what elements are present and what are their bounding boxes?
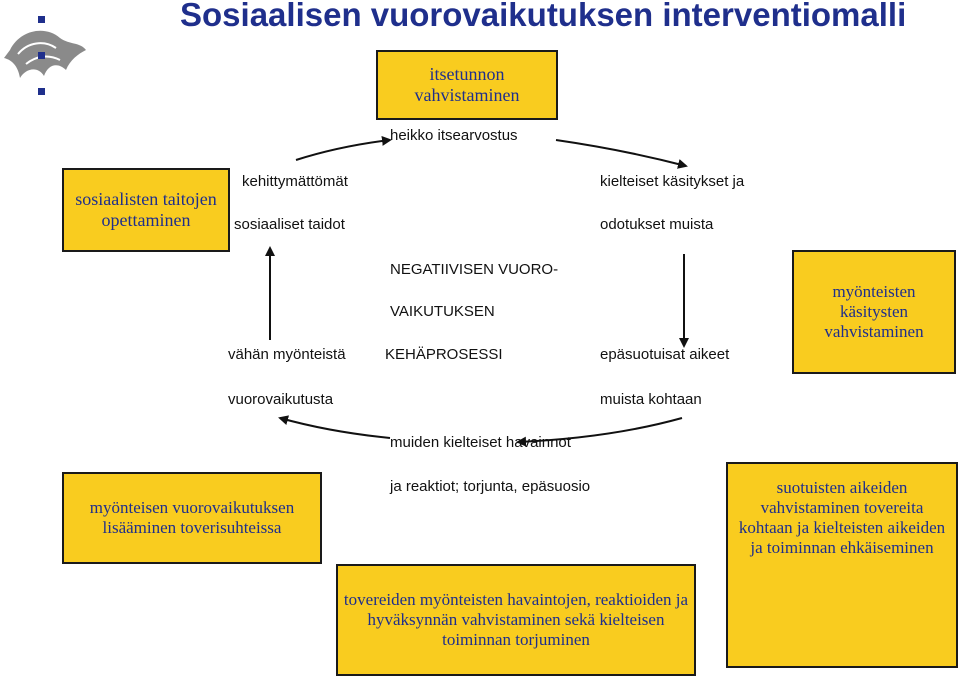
label-sosiaaliset-taidot: sosiaaliset taidot: [234, 216, 345, 233]
box-suotuisten-aikeiden-vahvistaminen: suotuisten aikeiden vahvistaminen tovere…: [726, 462, 958, 668]
label-heikko-itsearvostus: heikko itsearvostus: [390, 127, 518, 144]
label-kielteiset-kasitykset: kielteiset käsitykset ja: [600, 173, 745, 190]
box-myonteisten-kasitysten-vahvistaminen: myönteisten käsitysten vahvistaminen: [792, 250, 956, 374]
page-title: Sosiaalisen vuorovaikutuksen interventio…: [180, 0, 907, 33]
label-reaktiot-torjunta: ja reaktiot; torjunta, epäsuosio: [390, 478, 591, 495]
arrow-bottom-left: [278, 415, 391, 439]
arrow-bottom-right: [516, 417, 683, 447]
label-kehaprosessi: KEHÄPROSESSI: [385, 346, 503, 363]
label-muiden-kielteiset-havainnot: muiden kielteiset havainnot: [390, 434, 571, 451]
title-bullet: [38, 88, 45, 95]
arrow-top-right: [555, 139, 688, 169]
label-epasuotuisat-aikeet: epäsuotuisat aikeet: [600, 346, 730, 363]
label-vaikutuksen: VAIKUTUKSEN: [390, 303, 495, 320]
label-muista-kohtaan: muista kohtaan: [600, 391, 702, 408]
label-odotukset-muista: odotukset muista: [600, 216, 714, 233]
title-bullet: [38, 52, 45, 59]
box-myonteisen-vuorovaikutuksen-lisaaminen: myönteisen vuorovaikutuksen lisääminen t…: [62, 472, 322, 564]
box-itsetunnon-vahvistaminen: itsetunnon vahvistaminen: [376, 50, 558, 120]
box-tovereiden-myonteisten-havaintojen: tovereiden myönteisten havaintojen, reak…: [336, 564, 696, 676]
box-sosiaalisten-taitojen-opettaminen: sosiaalisten taitojen opettaminen: [62, 168, 230, 252]
label-vuorovaikutusta: vuorovaikutusta: [228, 391, 334, 408]
label-vahan-myonteista: vähän myönteistä: [228, 346, 346, 363]
label-negatiivisen-vuoro: NEGATIIVISEN VUORO-: [390, 261, 559, 278]
label-kehittymattomat: kehittymättömät: [242, 173, 348, 190]
title-bullet: [38, 16, 45, 23]
arrow-top-left: [295, 135, 392, 161]
